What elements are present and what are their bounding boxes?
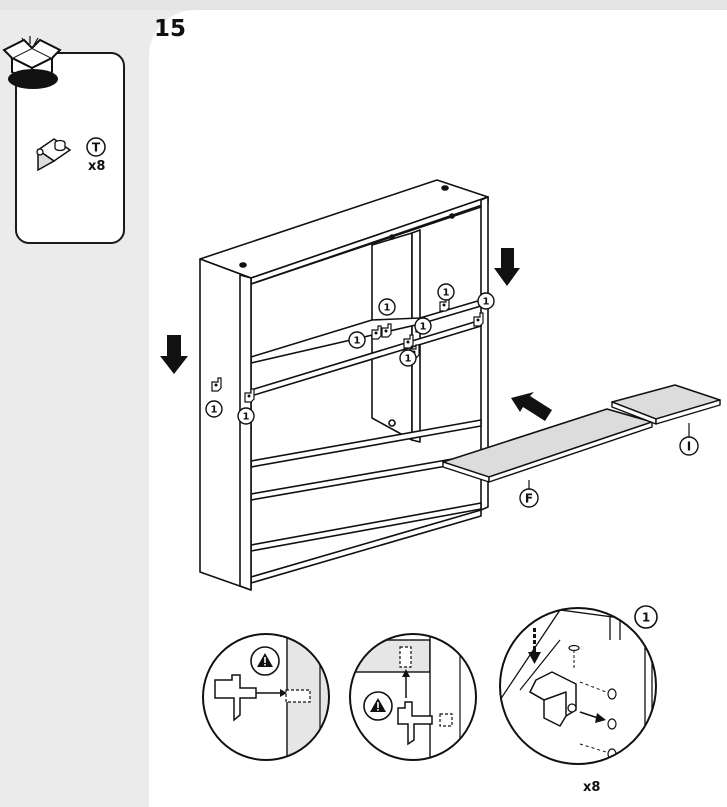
svg-text:1: 1 (642, 611, 650, 625)
shelf-peg-icon (36, 138, 72, 172)
svg-text:1: 1 (420, 322, 427, 333)
callout-1: 1 1 1 1 1 1 1 1 (205, 283, 495, 425)
shelf-unit (199, 179, 489, 591)
svg-text:1: 1 (211, 405, 218, 416)
detail-quantity: x8 (583, 780, 601, 795)
svg-text:1: 1 (483, 297, 490, 308)
warning-icon (250, 646, 280, 676)
svg-text:1: 1 (443, 288, 450, 299)
panel-f: F (442, 408, 653, 508)
panel-i: I (611, 384, 721, 456)
part-label-t: T (86, 137, 106, 157)
svg-text:T: T (92, 141, 101, 155)
step-number: 15 (154, 16, 187, 42)
arrow-down-icon (160, 248, 520, 374)
svg-text:F: F (525, 492, 533, 506)
svg-text:1: 1 (354, 336, 361, 347)
top-band (0, 0, 727, 10)
parts-quantity: x8 (88, 159, 106, 174)
arrow-diagonal-icon (511, 392, 552, 421)
box-icon (2, 36, 62, 89)
svg-text:1: 1 (384, 303, 391, 314)
svg-text:1: 1 (405, 354, 412, 365)
svg-text:1: 1 (243, 412, 250, 423)
callout-1: 1 (634, 605, 658, 629)
svg-text:I: I (687, 440, 691, 454)
detail-circle-a (202, 633, 330, 761)
detail-circle-b (349, 633, 477, 761)
warning-icon (363, 691, 393, 721)
detail-circle-c: 1 (499, 605, 658, 765)
